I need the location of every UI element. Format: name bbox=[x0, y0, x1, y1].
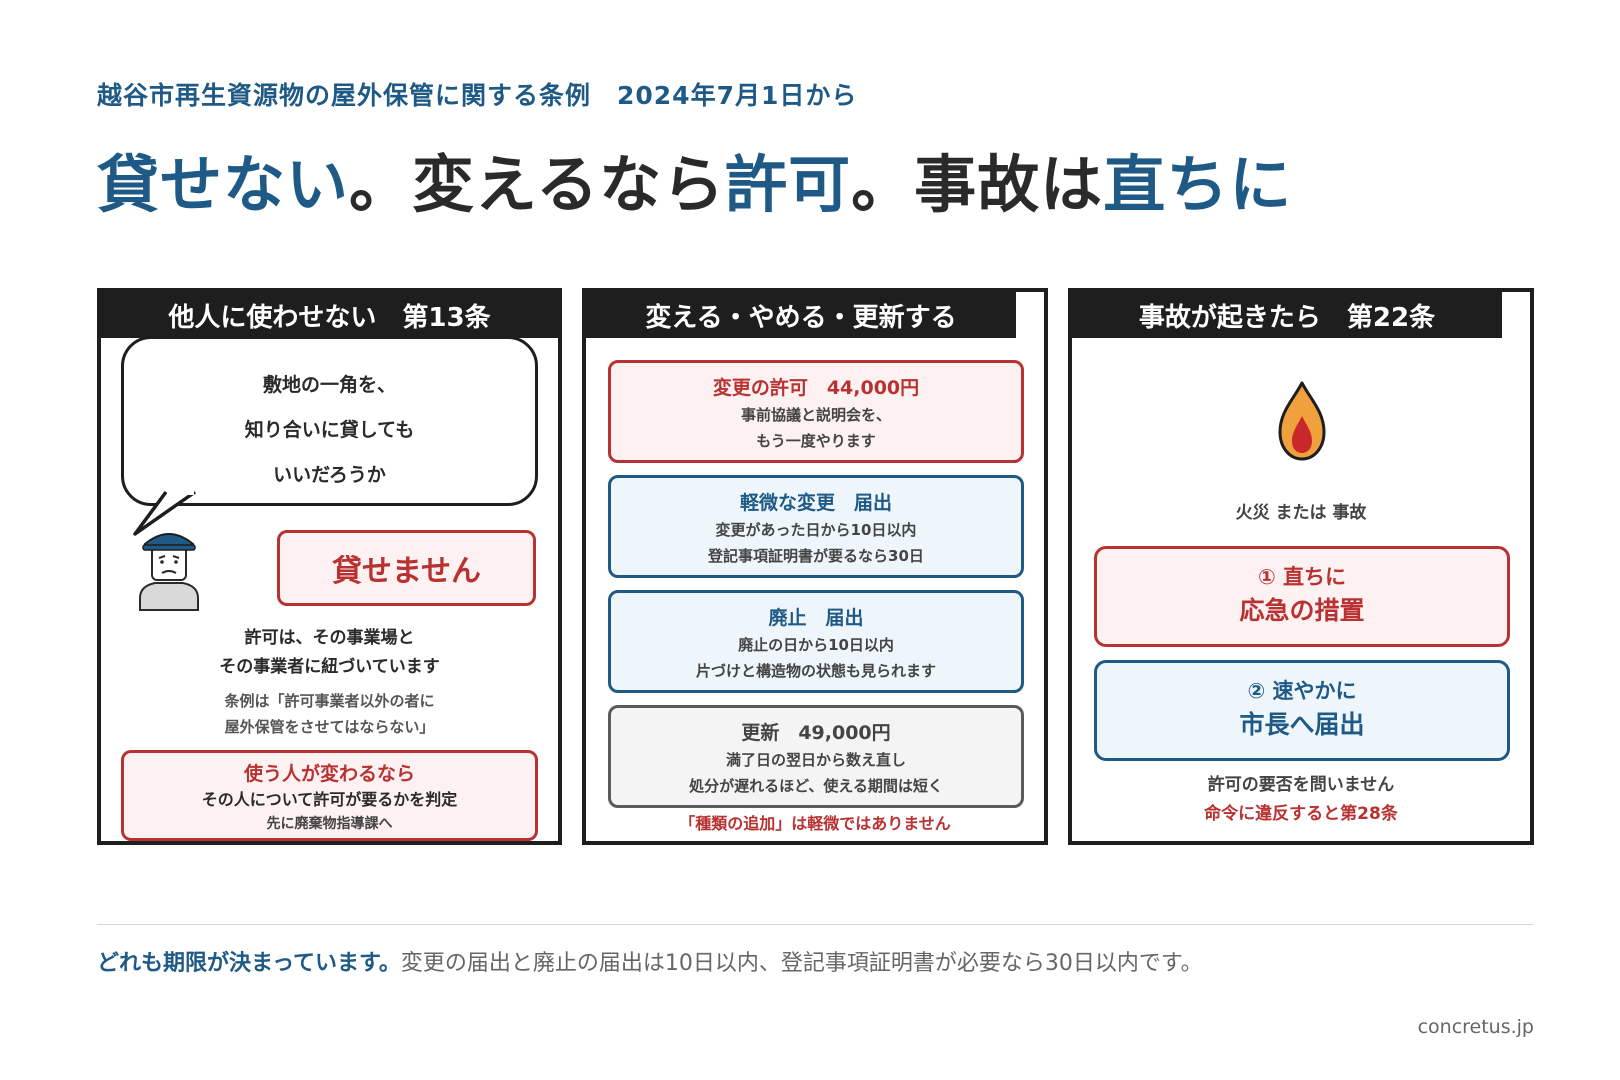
permit-regardless-note: 許可の要否を問いません bbox=[1207, 775, 1395, 795]
step-abolition: 廃止 届出 廃止の日から10日以内 片づけと構造物の状態も見られます bbox=[608, 590, 1024, 693]
step-title: 軽微な変更 届出 bbox=[739, 492, 892, 514]
report-mayor-line-2: 市長へ届出 bbox=[1239, 710, 1365, 739]
step-line-1: 廃止の日から10日以内 bbox=[738, 636, 894, 654]
type-addition-note: 「種類の追加」は軽微ではありません bbox=[679, 814, 951, 833]
step-line-2: 処分が遅れるほど、使える期間は短く bbox=[689, 777, 943, 795]
headline-part-2: 許可 bbox=[725, 148, 852, 221]
report-mayor-line-1: ② 速やかに bbox=[1247, 679, 1357, 703]
step-line-2: 片づけと構造物の状態も見られます bbox=[695, 662, 936, 680]
emergency-measure-box: ① 直ちに 応急の措置 bbox=[1094, 546, 1510, 647]
bubble-line-2: 知り合いに貸しても bbox=[244, 419, 415, 441]
bubble-line-3: いいだろうか bbox=[273, 464, 386, 486]
speech-bubble-text: 敷地の一角を、 知り合いに貸しても いいだろうか bbox=[124, 363, 535, 498]
step-line-1: 満了日の翌日から数え直し bbox=[725, 751, 906, 769]
permit-bound-line-1: 許可は、その事業場と bbox=[244, 628, 415, 648]
panel-changes-title: 変える・やめる・更新する bbox=[586, 292, 1016, 338]
emergency-measure-line-1: ① 直ちに bbox=[1257, 565, 1347, 589]
step-line-1: 事前協議と説明会を、 bbox=[740, 406, 891, 424]
article-28-note: 命令に違反すると第28条 bbox=[1204, 804, 1398, 824]
footer-text: どれも期限が決まっています。変更の届出と廃止の届出は10日以内、登記事項証明書が… bbox=[97, 944, 1297, 984]
step-renewal: 更新 49,000円 満了日の翌日から数え直し 処分が遅れるほど、使える期間は短… bbox=[608, 705, 1024, 808]
headline-part-0: 貸せない bbox=[97, 148, 350, 221]
headline-part-3: 。事故は bbox=[851, 148, 1104, 221]
headline-part-4: 直ちに bbox=[1103, 148, 1293, 221]
user-change-line-2: 先に廃棄物指導課へ bbox=[266, 816, 393, 832]
headline-part-1: 。変えるなら bbox=[349, 148, 726, 221]
page-headline: 貸せない。変えるなら許可。事故は直ちに bbox=[97, 134, 1292, 224]
panel-accident-title: 事故が起きたら 第22条 bbox=[1072, 292, 1502, 338]
worried-worker-icon bbox=[139, 533, 199, 611]
speech-bubble-tail bbox=[133, 490, 197, 536]
deny-badge: 貸せません bbox=[277, 530, 536, 606]
step-change-permit: 変更の許可 44,000円 事前協議と説明会を、 もう一度やります bbox=[608, 360, 1024, 463]
fire-or-accident-caption: 火災 または 事故 bbox=[1235, 503, 1367, 523]
user-change-box: 使う人が変わるなら その人について許可が要るかを判定 先に廃棄物指導課へ bbox=[121, 750, 538, 841]
page-subtitle: 越谷市再生資源物の屋外保管に関する条例 2024年7月1日から bbox=[97, 81, 858, 110]
speech-bubble: 敷地の一角を、 知り合いに貸しても いいだろうか bbox=[121, 336, 538, 506]
permit-bound-line-2: その事業者に紐づいています bbox=[219, 657, 440, 677]
report-mayor-box: ② 速やかに 市長へ届出 bbox=[1094, 660, 1510, 761]
panel-lending-title: 他人に使わせない 第13条 bbox=[101, 292, 558, 338]
emergency-measure-line-2: 応急の措置 bbox=[1239, 596, 1365, 625]
user-change-line-1: その人について許可が要るかを判定 bbox=[201, 790, 458, 809]
step-minor-change: 軽微な変更 届出 変更があった日から10日以内 登記事項証明書が要るなら30日 bbox=[608, 475, 1024, 578]
panel-changes: 変える・やめる・更新する 変更の許可 44,000円 事前協議と説明会を、 もう… bbox=[582, 288, 1048, 845]
footer-divider bbox=[97, 924, 1534, 925]
site-credit: concretus.jp bbox=[1417, 1016, 1534, 1038]
step-title: 更新 49,000円 bbox=[741, 722, 891, 744]
bubble-line-1: 敷地の一角を、 bbox=[262, 374, 396, 396]
permit-bound-text: 許可は、その事業場と その事業者に紐づいています bbox=[101, 624, 558, 682]
flame-icon bbox=[1278, 381, 1326, 461]
ordinance-quote-line-2: 屋外保管をさせてはならない」 bbox=[224, 718, 435, 736]
step-title: 変更の許可 44,000円 bbox=[712, 377, 920, 399]
step-line-2: 登記事項証明書が要るなら30日 bbox=[708, 547, 924, 565]
footer-lead: どれも期限が決まっています。 bbox=[97, 951, 401, 976]
user-change-title: 使う人が変わるなら bbox=[243, 763, 415, 785]
panel-lending: 他人に使わせない 第13条 敷地の一角を、 知り合いに貸しても いいだろうか 貸… bbox=[97, 288, 562, 845]
ordinance-quote-line-1: 条例は「許可事業者以外の者に bbox=[224, 692, 435, 710]
step-line-1: 変更があった日から10日以内 bbox=[715, 521, 917, 539]
footer-body: 変更の届出と廃止の届出は10日以内、登記事項証明書が必要なら30日以内です。 bbox=[400, 951, 1203, 976]
step-title: 廃止 届出 bbox=[768, 607, 864, 629]
ordinance-quote: 条例は「許可事業者以外の者に 屋外保管をさせてはならない」 bbox=[101, 688, 558, 740]
panel-accident: 事故が起きたら 第22条 火災 または 事故 ① 直ちに 応急の措置 ② 速やか… bbox=[1068, 288, 1534, 845]
step-line-2: もう一度やります bbox=[756, 432, 876, 450]
